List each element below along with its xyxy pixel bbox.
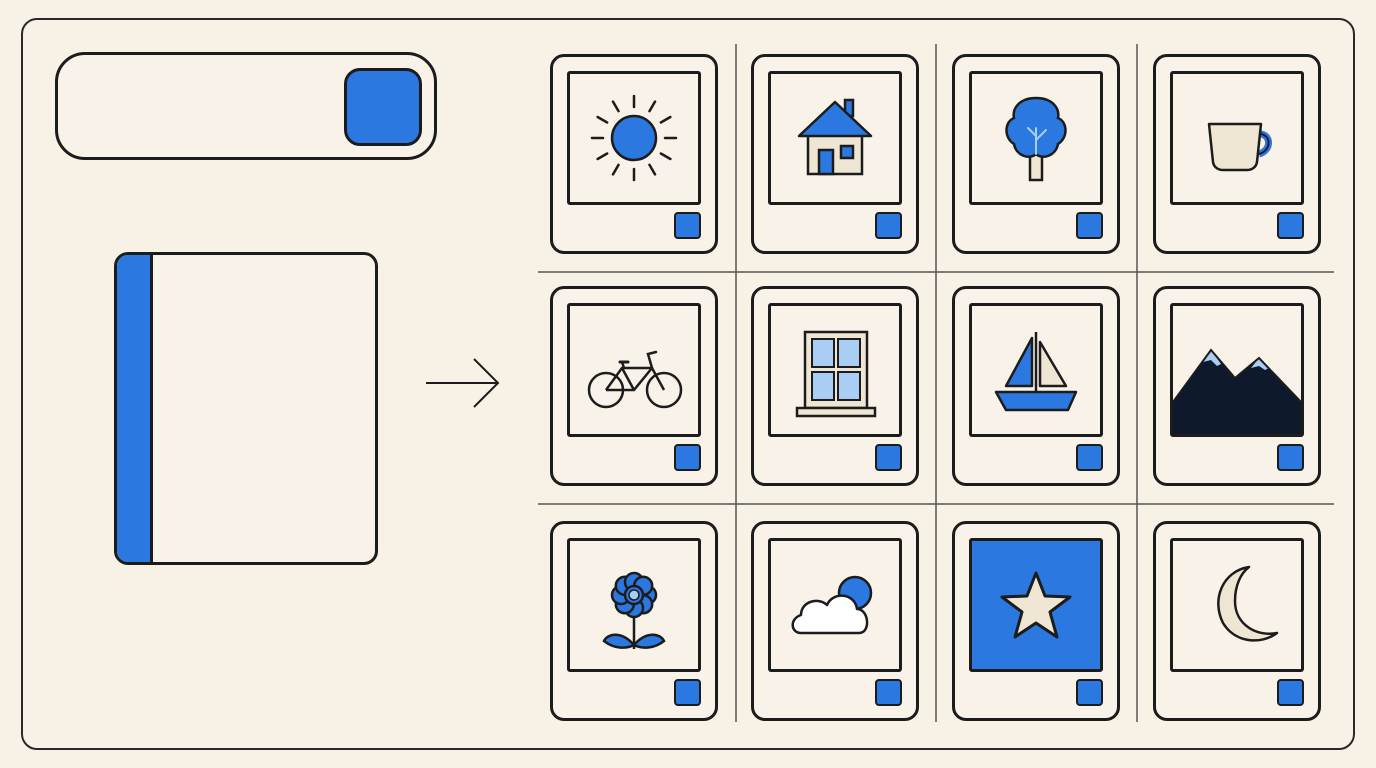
book-icon — [114, 252, 378, 565]
image-thumbnail[interactable] — [768, 538, 902, 672]
image-thumbnail[interactable] — [969, 71, 1103, 205]
image-thumbnail[interactable] — [969, 538, 1103, 672]
select-checkbox[interactable] — [1076, 679, 1103, 706]
image-thumbnail[interactable] — [567, 71, 701, 205]
bicycle-icon — [587, 350, 683, 409]
image-thumbnail[interactable] — [768, 71, 902, 205]
image-thumbnail[interactable] — [1170, 71, 1304, 205]
select-checkbox[interactable] — [875, 212, 902, 239]
image-card[interactable] — [952, 286, 1120, 486]
star-icon — [1000, 571, 1072, 639]
select-checkbox[interactable] — [674, 679, 701, 706]
select-checkbox[interactable] — [1277, 212, 1304, 239]
image-thumbnail[interactable] — [1170, 303, 1304, 437]
image-card[interactable] — [550, 521, 718, 721]
image-thumbnail[interactable] — [1170, 538, 1304, 672]
book-spine — [117, 255, 153, 562]
select-checkbox[interactable] — [674, 212, 701, 239]
image-thumbnail[interactable] — [567, 538, 701, 672]
search-bar[interactable] — [55, 52, 437, 160]
sailboat-icon — [994, 332, 1078, 412]
image-card[interactable] — [1153, 521, 1321, 721]
cup-icon — [1207, 122, 1272, 172]
image-card[interactable] — [751, 54, 919, 254]
image-thumbnail[interactable] — [567, 303, 701, 437]
select-checkbox[interactable] — [1277, 679, 1304, 706]
house-icon — [797, 98, 873, 176]
image-card[interactable] — [751, 286, 919, 486]
arrow-right-icon — [426, 358, 500, 408]
select-checkbox[interactable] — [875, 444, 902, 471]
search-button[interactable] — [344, 68, 422, 146]
image-card[interactable] — [952, 54, 1120, 254]
moon-icon — [1217, 565, 1279, 642]
flower-icon — [602, 571, 666, 649]
sun-icon — [590, 94, 678, 182]
select-checkbox[interactable] — [1277, 444, 1304, 471]
image-card[interactable] — [751, 521, 919, 721]
image-thumbnail[interactable] — [768, 303, 902, 437]
select-checkbox[interactable] — [1076, 212, 1103, 239]
mountains-icon — [1173, 348, 1301, 434]
image-thumbnail[interactable] — [969, 303, 1103, 437]
image-card[interactable] — [550, 286, 718, 486]
diagram-frame — [21, 18, 1355, 750]
window-icon — [795, 330, 877, 418]
select-checkbox[interactable] — [1076, 444, 1103, 471]
tree-icon — [1005, 96, 1067, 182]
image-card[interactable] — [1153, 54, 1321, 254]
image-card[interactable] — [1153, 286, 1321, 486]
cloud-icon — [791, 575, 873, 635]
select-checkbox[interactable] — [875, 679, 902, 706]
select-checkbox[interactable] — [674, 444, 701, 471]
image-card[interactable] — [550, 54, 718, 254]
image-card[interactable] — [952, 521, 1120, 721]
